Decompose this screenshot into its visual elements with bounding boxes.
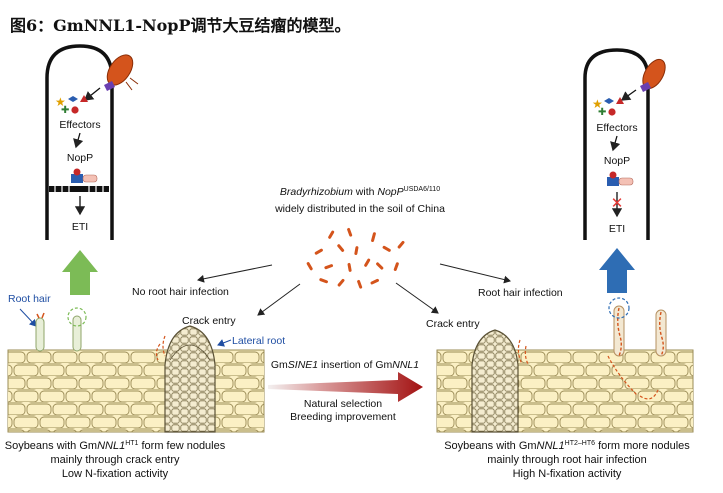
soil-nopp-sup: USDA6/110	[404, 186, 441, 193]
green-up-arrow	[62, 250, 98, 295]
arrow-to-right-crack	[395, 282, 439, 314]
center-nnl1: NNL1	[392, 359, 419, 371]
bottom-right-line2: mainly through root hair infection	[487, 454, 647, 466]
secretion-system-icon	[104, 81, 115, 91]
right-root-hair-cell: ★ ✚ Effectors NopP ✕ ETI	[583, 48, 666, 240]
right-root-tissue	[436, 297, 694, 433]
bl-sup: HT1	[125, 440, 138, 447]
center-insertion: insertion of Gm	[318, 359, 392, 371]
right-crack-entry-label: Crack entry	[426, 318, 480, 330]
arrow-to-no-root-hair	[197, 264, 273, 283]
right-eti-label: ETI	[609, 223, 625, 235]
left-membrane	[49, 186, 109, 192]
no-root-hair-infection-label: No root hair infection	[132, 286, 229, 298]
nopp-effector-icon	[71, 106, 79, 114]
br-nnl1: NNL1	[537, 440, 565, 452]
bl-nnl1: NNL1	[97, 440, 125, 452]
left-effectors-label: Effectors	[59, 119, 100, 131]
center-gm-1: Gm	[271, 359, 288, 371]
secretion-system-icon	[640, 82, 651, 92]
soil-species: Bradyrhizobium	[280, 186, 353, 198]
root-hair-icon	[72, 315, 82, 352]
soil-description-line2: widely distributed in the soil of China	[274, 203, 445, 215]
right-lateral-root	[471, 329, 519, 433]
right-effectors-label: Effectors	[596, 122, 637, 134]
natural-selection-label: Natural selection	[304, 398, 382, 410]
soil-with: with	[353, 186, 378, 198]
left-root-tissue	[7, 307, 265, 433]
right-nopp-label: NopP	[604, 155, 630, 167]
left-root-hair-cell: ★ ✚ Effectors NopP ETI	[45, 44, 139, 240]
br-rest: form more nodules	[595, 440, 690, 452]
root-hair-label: Root hair	[8, 293, 51, 305]
diamond-effector-icon	[68, 96, 78, 102]
center-sine1: SINE1	[288, 359, 318, 371]
left-lateral-root	[164, 325, 216, 433]
br-sup: HT2–HT6	[565, 440, 595, 447]
blocked-x-icon: ✕	[611, 194, 624, 212]
lateral-root-label: Lateral root	[232, 335, 285, 347]
left-crack-entry-label: Crack entry	[182, 315, 236, 327]
right-receptor-icon	[607, 177, 619, 186]
infected-root-hair-icon	[613, 305, 625, 357]
bl-gm: Soybeans with Gm	[5, 440, 97, 452]
evolution-arrow	[268, 372, 423, 402]
bacteria-cluster	[306, 227, 405, 289]
left-nopp-label: NopP	[67, 152, 93, 164]
cross-effector-icon: ✚	[61, 105, 69, 116]
soil-description-line1: Bradyrhizobium with NopPUSDA6/110	[280, 186, 440, 198]
arrow-to-root-hair	[439, 263, 511, 284]
breeding-improvement-label: Breeding improvement	[290, 411, 396, 423]
bottom-right-line1: Soybeans with GmNNL1HT2–HT6 form more no…	[444, 440, 690, 452]
arrow-to-left-crack	[257, 283, 301, 316]
bottom-left-line1: Soybeans with GmNNL1HT1 form few nodules	[5, 440, 226, 452]
star-effector-icon: ★	[592, 97, 603, 111]
bottom-left-line3: Low N-fixation activity	[62, 468, 169, 480]
blue-up-arrow	[599, 248, 635, 293]
root-hair-icon	[35, 317, 45, 352]
bottom-left-line2: mainly through crack entry	[51, 454, 180, 466]
bottom-right-line3: High N-fixation activity	[513, 468, 622, 480]
star-effector-icon: ★	[55, 95, 66, 109]
triangle-effector-icon	[80, 95, 88, 102]
left-eti-label: ETI	[72, 221, 88, 233]
br-gm: Soybeans with Gm	[444, 440, 536, 452]
root-hair-infection-label: Root hair infection	[478, 287, 563, 299]
figure-title: 图6：GmNNL1-NopP调节大豆结瘤的模型。	[10, 16, 351, 35]
left-receptor-icon	[71, 174, 83, 183]
bl-rest: form few nodules	[138, 440, 225, 452]
center-arrow-top-label: GmSINE1 insertion of GmNNL1	[271, 359, 419, 371]
soil-nopp: NopP	[377, 186, 403, 198]
svg-text:✚: ✚	[598, 107, 606, 118]
